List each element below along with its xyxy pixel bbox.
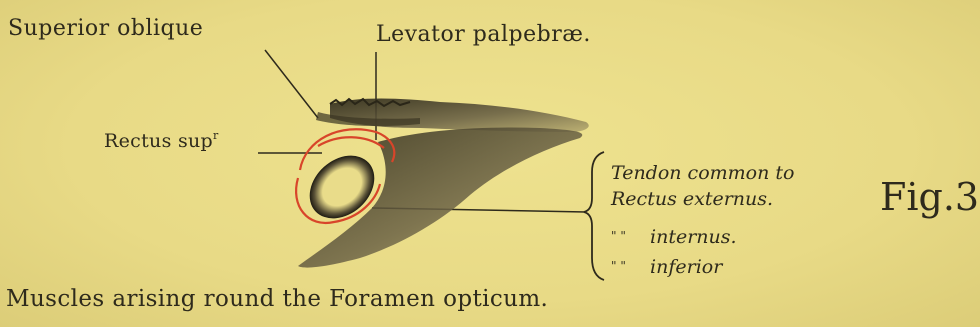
label-tendon-common: Tendon common to: [611, 164, 794, 183]
rectus-sup-red-arc-inner: [318, 137, 384, 148]
leader-superior-oblique: [265, 50, 318, 118]
label-internus: " " internus.: [611, 228, 737, 247]
ditto-mark: " ": [611, 260, 626, 272]
label-rectus-superior-text: Rectus sup: [104, 130, 213, 152]
label-internus-text: internus.: [650, 226, 737, 248]
tendon-bracket: [584, 152, 604, 280]
label-rectus-superior-suffix: r: [213, 129, 219, 142]
label-rectus-externus: Rectus externus.: [611, 190, 773, 209]
label-superior-oblique: Superior oblique: [8, 18, 203, 40]
label-levator-palpebrae: Levator palpebræ.: [376, 24, 591, 46]
label-inferior: " " inferior: [611, 258, 722, 277]
ditto-mark: " ": [611, 230, 626, 242]
label-inferior-text: inferior: [650, 256, 722, 278]
label-rectus-superior: Rectus supr: [104, 130, 219, 151]
figure-number: Fig.3.: [880, 178, 980, 216]
figure-caption: Muscles arising round the Foramen opticu…: [6, 288, 548, 311]
